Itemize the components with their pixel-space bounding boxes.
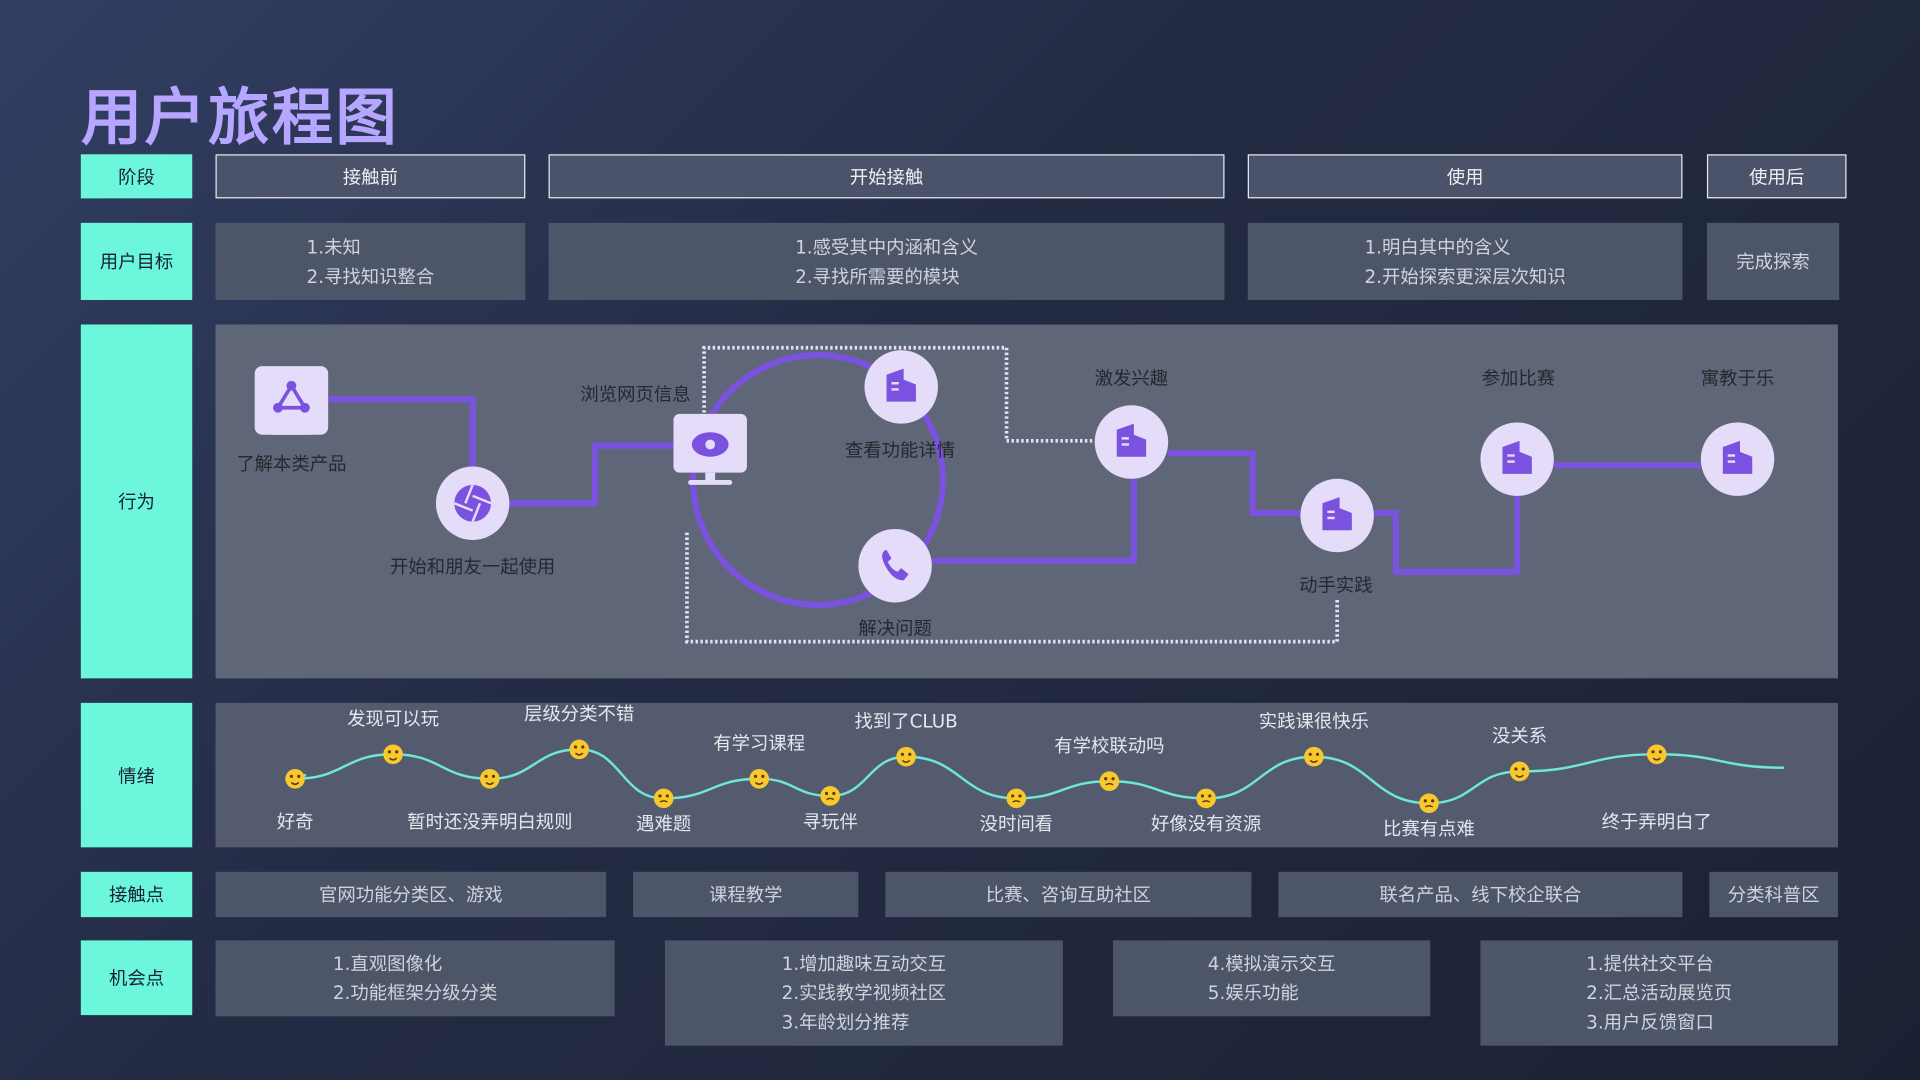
behavior-label: 激发兴趣: [1094, 367, 1169, 390]
emotion-label: 遇难题: [636, 813, 692, 836]
emoji-face-icon: [749, 768, 769, 789]
aperture-icon: [435, 466, 510, 541]
building-icon: [1300, 478, 1374, 553]
opportunity-line: 3.用户反馈窗口: [1586, 1011, 1714, 1034]
page-title: 用户旅程图: [80, 82, 400, 154]
stage-before: 接触前: [215, 154, 526, 199]
stage-use: 使用: [1247, 154, 1683, 199]
emotion-label: 发现可以玩: [347, 707, 439, 730]
emotion-label: 没关系: [1492, 724, 1548, 747]
goal-line: 2.寻找知识整合: [306, 265, 435, 288]
touchpoint-cell: 联名产品、线下校企联合: [1278, 871, 1683, 918]
emoji-face-icon: [1646, 744, 1667, 765]
emotion-curve: [295, 748, 1785, 805]
opportunity-cell: 1.增加趣味互动交互 2.实践教学视频社区 3.年龄划分推荐: [664, 940, 1063, 1046]
behavior-label: 查看功能详情: [844, 439, 956, 462]
touchpoint-cell: 课程教学: [633, 871, 859, 918]
opportunity-cell: 1.直观图像化 2.功能框架分级分类: [215, 940, 615, 1017]
network-monitor-icon: [254, 366, 329, 435]
connector-lines: [328, 396, 1701, 575]
eye-monitor-icon: [673, 413, 747, 485]
emotion-label: 好奇: [276, 810, 314, 833]
stage-start: 开始接触: [548, 154, 1225, 199]
emoji-face-icon: [1006, 788, 1027, 809]
stage-after: 使用后: [1706, 154, 1847, 199]
opportunity-line: 1.提供社交平台: [1586, 952, 1714, 975]
building-icon: [1480, 422, 1554, 496]
touchpoint-cell: 比赛、咨询互助社区: [885, 871, 1252, 918]
building-icon: [864, 350, 938, 424]
behavior-label: 解决问题: [858, 617, 932, 640]
emotion-label: 寻玩伴: [802, 810, 858, 833]
opportunity-line: 3.年龄划分推荐: [781, 1011, 910, 1034]
goal-line: 1.感受其中内涵和含义: [795, 235, 978, 258]
emotion-label: 比赛有点难: [1383, 817, 1475, 841]
goal-line: 2.寻找所需要的模块: [795, 265, 960, 288]
emotion-label: 有学校联动吗: [1054, 734, 1165, 757]
dotted-group-boundary: [685, 345, 1339, 644]
row-label-emotion: 情绪: [80, 702, 193, 848]
touchpoint-cell: 官网功能分类区、游戏: [215, 871, 607, 918]
emotion-label: 终于弄明白了: [1601, 810, 1712, 833]
touchpoint-cell: 分类科普区: [1709, 871, 1838, 918]
emotion-label: 实践课很快乐: [1258, 710, 1369, 733]
emoji-face-icon: [480, 768, 500, 789]
opportunity-cell: 1.提供社交平台 2.汇总活动展览页 3.用户反馈窗口: [1480, 940, 1838, 1046]
emoji-face-icon: [896, 746, 916, 767]
emoji-face-icon: [285, 768, 305, 789]
opportunity-line: 2.汇总活动展览页: [1586, 982, 1733, 1005]
opportunity-cell: 4.模拟演示交互 5.娱乐功能: [1113, 940, 1431, 1017]
behavior-label: 开始和朋友一起使用: [389, 555, 556, 578]
goal-line: 完成探索: [1736, 250, 1810, 273]
behavior-label: 动手实践: [1299, 574, 1373, 597]
row-label-opportunity: 机会点: [80, 940, 193, 1016]
goal-line: 2.开始探索更深层次知识: [1364, 265, 1566, 288]
opportunity-line: 1.直观图像化: [332, 952, 443, 975]
building-icon: [1094, 405, 1169, 479]
emotion-label: 找到了CLUB: [854, 710, 958, 733]
emoji-face-icon: [1509, 761, 1530, 782]
behavior-label: 浏览网页信息: [580, 383, 691, 406]
emoji-face-icon: [569, 739, 589, 760]
row-label-touchpoint: 接触点: [80, 871, 193, 918]
opportunity-line: 1.增加趣味互动交互: [781, 952, 947, 975]
emoji-face-icon: [1196, 788, 1216, 809]
building-icon: [1700, 422, 1775, 496]
emotion-label: 暂时还没弄明白规则: [407, 810, 573, 833]
behavior-label: 了解本类产品: [236, 453, 347, 476]
behavior-label: 参加比赛: [1481, 367, 1556, 390]
emoji-face-icon: [820, 786, 841, 806]
emotion-label: 没时间看: [979, 813, 1054, 836]
behavior-label: 寓教于乐: [1700, 367, 1775, 390]
emoji-face-icon: [1304, 746, 1324, 767]
emotion-label: 层级分类不错: [524, 702, 635, 725]
row-label-behavior: 行为: [80, 324, 193, 679]
opportunity-line: 5.娱乐功能: [1207, 982, 1299, 1005]
opportunity-line: 2.实践教学视频社区: [781, 982, 947, 1005]
emoji-face-icon: [1099, 771, 1120, 792]
emoji-face-icon: [1419, 793, 1439, 814]
goal-cell: 1.感受其中内涵和含义 2.寻找所需要的模块: [548, 222, 1225, 301]
opportunity-line: 2.功能框架分级分类: [332, 982, 498, 1005]
emotion-label: 好像没有资源: [1151, 813, 1262, 836]
emotion-label: 有学习课程: [713, 732, 806, 755]
phone-icon: [858, 528, 932, 603]
goal-cell: 完成探索: [1706, 222, 1840, 301]
row-label-goal: 用户目标: [80, 222, 193, 301]
goal-line: 1.明白其中的含义: [1364, 235, 1511, 258]
opportunity-line: 4.模拟演示交互: [1207, 952, 1336, 975]
goal-cell: 1.明白其中的含义 2.开始探索更深层次知识: [1247, 222, 1683, 301]
emoji-face-icon: [383, 744, 403, 765]
goal-cell: 1.未知 2.寻找知识整合: [215, 222, 526, 301]
row-label-stage: 阶段: [80, 154, 193, 199]
goal-line: 1.未知: [306, 235, 361, 258]
emoji-face-icon: [653, 788, 674, 809]
